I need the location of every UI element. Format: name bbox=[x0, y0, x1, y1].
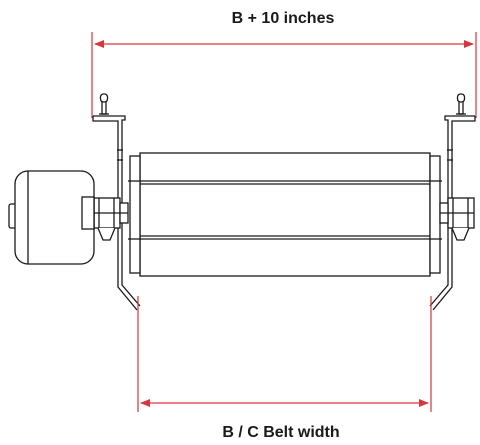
top-dimension bbox=[91, 32, 477, 118]
guide-roll bbox=[8, 170, 95, 265]
idler-assembly bbox=[8, 93, 476, 311]
right-bracket bbox=[429, 115, 476, 311]
right-hub bbox=[439, 197, 475, 241]
roll-body bbox=[128, 152, 442, 277]
right-bolt bbox=[456, 93, 466, 115]
left-hub bbox=[93, 197, 129, 241]
bottom-dimension bbox=[137, 296, 432, 412]
bottom-dimension-label: B / C Belt width bbox=[222, 424, 339, 441]
left-bolt bbox=[99, 93, 109, 115]
left-bracket bbox=[92, 115, 141, 311]
top-dimension-label: B + 10 inches bbox=[232, 10, 335, 27]
